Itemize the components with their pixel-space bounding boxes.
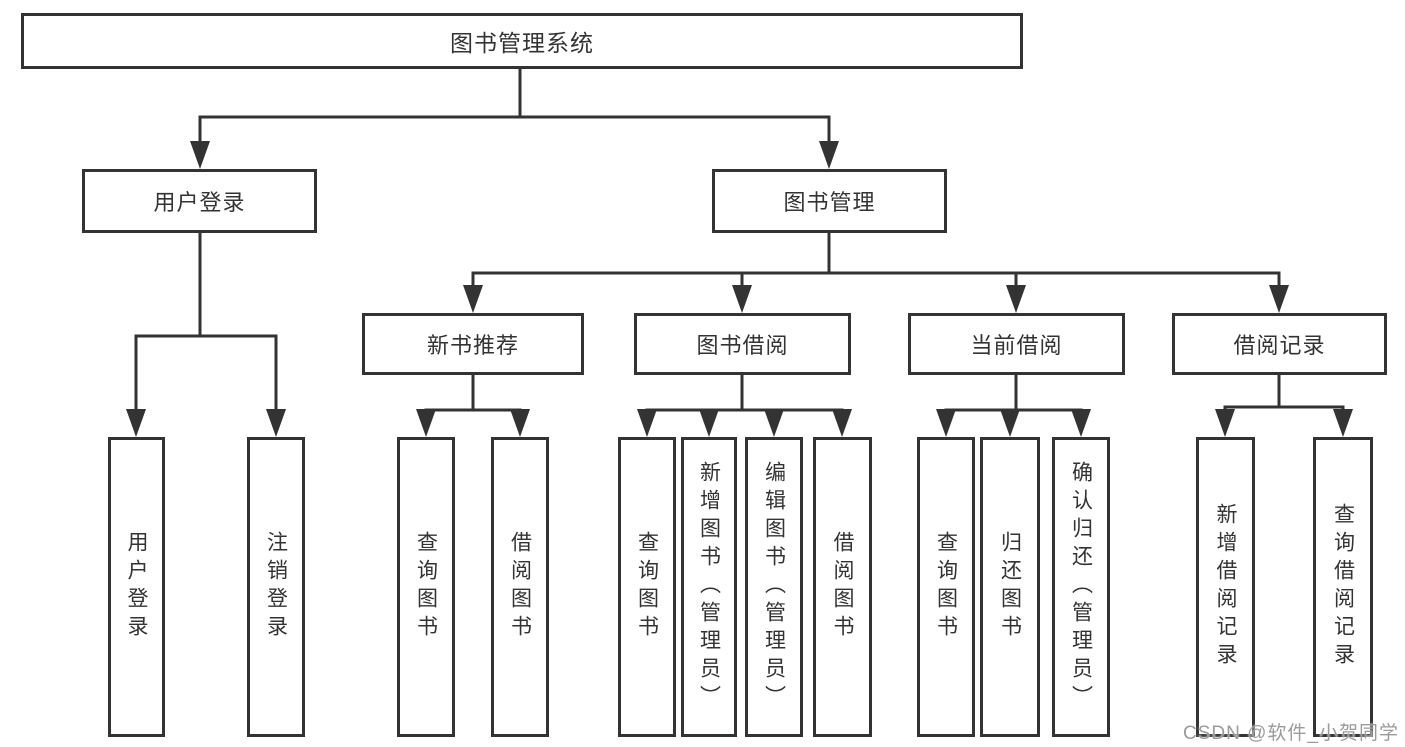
- leaf-current-confirm-return-admin: 确认归还（管理员）: [1052, 437, 1110, 737]
- leaf-user-login: 用户登录: [108, 437, 165, 737]
- leaf-records-query-record: 查询借阅记录: [1313, 437, 1373, 737]
- leaf-borrow-borrow-books: 借阅图书: [813, 437, 872, 737]
- node-book-management: 图书管理: [712, 169, 947, 233]
- leaf-borrow-add-books-admin: 新增图书（管理员）: [681, 437, 737, 737]
- leaf-records-add-record: 新增借阅记录: [1196, 437, 1255, 737]
- leaf-newbooks-query-books: 查询图书: [397, 437, 455, 737]
- leaf-newbooks-borrow-books: 借阅图书: [491, 437, 549, 737]
- node-current-borrowing: 当前借阅: [908, 313, 1125, 375]
- leaf-logout: 注销登录: [247, 437, 305, 737]
- leaf-current-return-books: 归还图书: [980, 437, 1040, 737]
- node-user-login: 用户登录: [82, 169, 317, 233]
- node-root-system: 图书管理系统: [21, 13, 1023, 69]
- leaf-borrow-query-books: 查询图书: [618, 437, 676, 737]
- node-book-borrowing: 图书借阅: [634, 313, 851, 375]
- node-new-book-recommend: 新书推荐: [362, 313, 584, 375]
- arrowhead-icons: [126, 141, 1353, 437]
- node-borrowing-records: 借阅记录: [1172, 313, 1387, 375]
- leaf-current-query-books: 查询图书: [917, 437, 975, 737]
- csdn-watermark: CSDN @软件_小贺同学: [1183, 723, 1399, 744]
- leaf-borrow-edit-books-admin: 编辑图书（管理员）: [745, 437, 803, 737]
